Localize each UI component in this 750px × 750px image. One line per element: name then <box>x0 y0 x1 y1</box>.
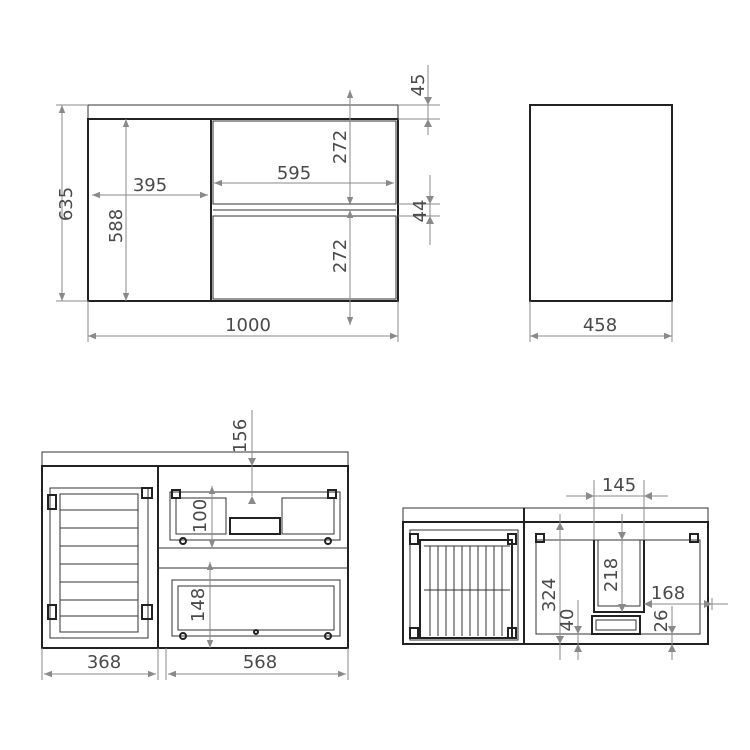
section-top <box>402 507 709 523</box>
label-drawer-height-bottom: 272 <box>330 239 351 273</box>
siphon-cutout <box>593 540 645 613</box>
label-cutout-height: 218 <box>601 558 622 592</box>
upper-drawer-front <box>212 120 397 205</box>
label-upper-drawer-depth: 100 <box>190 499 211 533</box>
lower-drawer-interior <box>171 579 341 640</box>
label-overall-width: 1000 <box>225 315 271 336</box>
label-overall-height: 635 <box>56 187 77 221</box>
front-view: 635 588 395 595 272 272 45 44 1000 <box>56 65 440 342</box>
section-view: 145 324 218 168 40 26 <box>402 475 728 660</box>
label-door-width: 395 <box>133 175 167 196</box>
wire-rack <box>409 529 519 641</box>
label-base-tray: 26 <box>651 610 672 633</box>
label-gap: 44 <box>410 200 431 223</box>
cabinet-top-slab <box>87 104 399 120</box>
label-right-width: 568 <box>243 652 277 673</box>
label-depth: 458 <box>583 315 617 336</box>
interior-top <box>41 451 349 467</box>
label-cutout-depth: 168 <box>651 583 685 604</box>
label-cutout-width: 145 <box>602 475 636 496</box>
section-body <box>402 521 709 645</box>
upper-drawer-interior <box>169 489 341 545</box>
interior-body <box>41 465 349 649</box>
base-tray <box>591 615 641 635</box>
side-panel <box>529 104 673 302</box>
label-top-clearance: 156 <box>230 419 251 453</box>
label-drawer-height-top: 272 <box>330 130 351 164</box>
label-drawer-width: 595 <box>277 163 311 184</box>
pullout-basket <box>47 487 153 639</box>
label-overall-inner: 324 <box>539 578 560 612</box>
label-left-width: 368 <box>87 652 121 673</box>
lower-drawer-front <box>212 215 397 300</box>
label-top-thickness: 45 <box>408 74 429 97</box>
label-lower-drawer-depth: 148 <box>188 588 209 622</box>
label-base-height: 40 <box>557 609 578 632</box>
label-door-height: 588 <box>106 209 127 243</box>
cabinet-body <box>87 118 399 302</box>
side-view: 458 <box>529 104 673 342</box>
interior-view: 156 100 148 368 568 <box>41 410 349 680</box>
